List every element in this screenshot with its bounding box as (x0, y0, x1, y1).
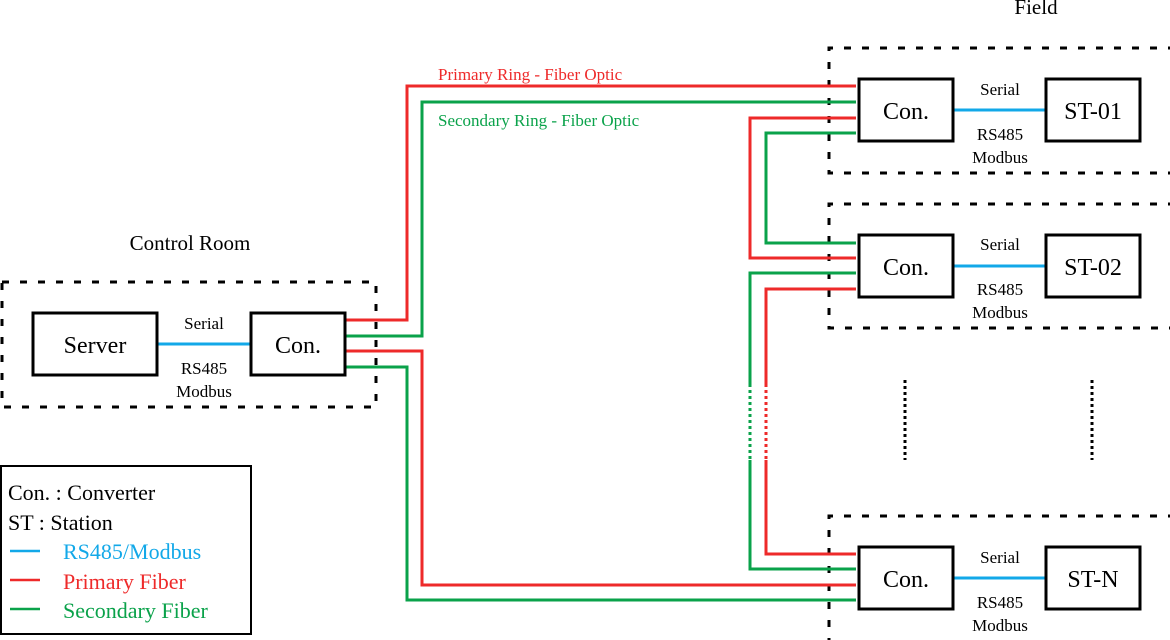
control-room-converter-box[interactable] (249, 311, 347, 377)
secondary-fiber-st02-down (748, 271, 856, 384)
link-label-modbus: Modbus (176, 382, 232, 401)
converter-box-st01[interactable] (857, 77, 955, 143)
station-box-stn[interactable] (1044, 545, 1142, 611)
field-boundary-stn (827, 514, 1170, 640)
secondary-fiber-st01-to-st02 (764, 131, 856, 245)
primary-ring-label: Primary Ring - Fiber Optic (438, 65, 623, 84)
primary-fiber-to-stn (764, 460, 856, 556)
station-label-st01: ST-01 (1064, 99, 1122, 125)
station-box-st01[interactable] (1044, 77, 1142, 143)
secondary-ring-label: Secondary Ring - Fiber Optic (438, 111, 640, 130)
legend: Con. : Converter ST : Station RS485/Modb… (0, 465, 252, 635)
link-label-rs485: RS485 (181, 359, 227, 378)
server-box[interactable] (31, 311, 159, 377)
secondary-fiber-cr-to-st01 (346, 100, 856, 338)
converter-label-st02: Con. (883, 255, 929, 281)
legend-secondary: Secondary Fiber (63, 598, 208, 623)
control-room-converter-label: Con. (275, 333, 321, 359)
field-title: Field (1014, 0, 1058, 19)
primary-fiber-st01-to-st02 (748, 116, 856, 260)
converter-box-st02[interactable] (857, 233, 955, 299)
link-label-serial: Serial (184, 314, 224, 333)
legend-station: ST : Station (8, 510, 113, 535)
station-label-st02: ST-02 (1064, 255, 1122, 281)
link-label-serial: Serial (980, 235, 1020, 254)
converter-label-st01: Con. (883, 99, 929, 125)
control-room-title: Control Room (130, 231, 251, 255)
station-box-st02[interactable] (1044, 233, 1142, 299)
station-group-st02: Con. ST-02 Serial RS485 Modbus (857, 233, 1142, 322)
link-label-serial: Serial (980, 80, 1020, 99)
primary-fiber-cr-to-st01 (346, 84, 856, 322)
link-label-modbus: Modbus (972, 616, 1028, 635)
control-room-boundary (0, 280, 378, 409)
link-label-modbus: Modbus (972, 148, 1028, 167)
server-label: Server (64, 333, 127, 359)
link-label-rs485: RS485 (977, 593, 1023, 612)
link-label-modbus: Modbus (972, 303, 1028, 322)
legend-box (0, 465, 252, 635)
legend-converter: Con. : Converter (8, 480, 156, 505)
legend-rs485: RS485/Modbus (63, 539, 201, 564)
station-label-stn: ST-N (1067, 567, 1118, 593)
link-label-rs485: RS485 (977, 125, 1023, 144)
station-group-st01: Con. ST-01 Serial RS485 Modbus (857, 77, 1142, 167)
legend-primary: Primary Fiber (63, 569, 186, 594)
secondary-fiber-to-stn (748, 460, 856, 571)
station-group-stn: Con. ST-N Serial RS485 Modbus (857, 545, 1142, 635)
link-label-serial: Serial (980, 548, 1020, 567)
primary-fiber-cr-to-stn (346, 349, 856, 587)
link-label-rs485: RS485 (977, 280, 1023, 299)
converter-box-stn[interactable] (857, 545, 955, 611)
converter-label-stn: Con. (883, 567, 929, 593)
primary-fiber-st02-down (764, 287, 856, 384)
secondary-fiber-cr-to-stn (346, 365, 856, 602)
